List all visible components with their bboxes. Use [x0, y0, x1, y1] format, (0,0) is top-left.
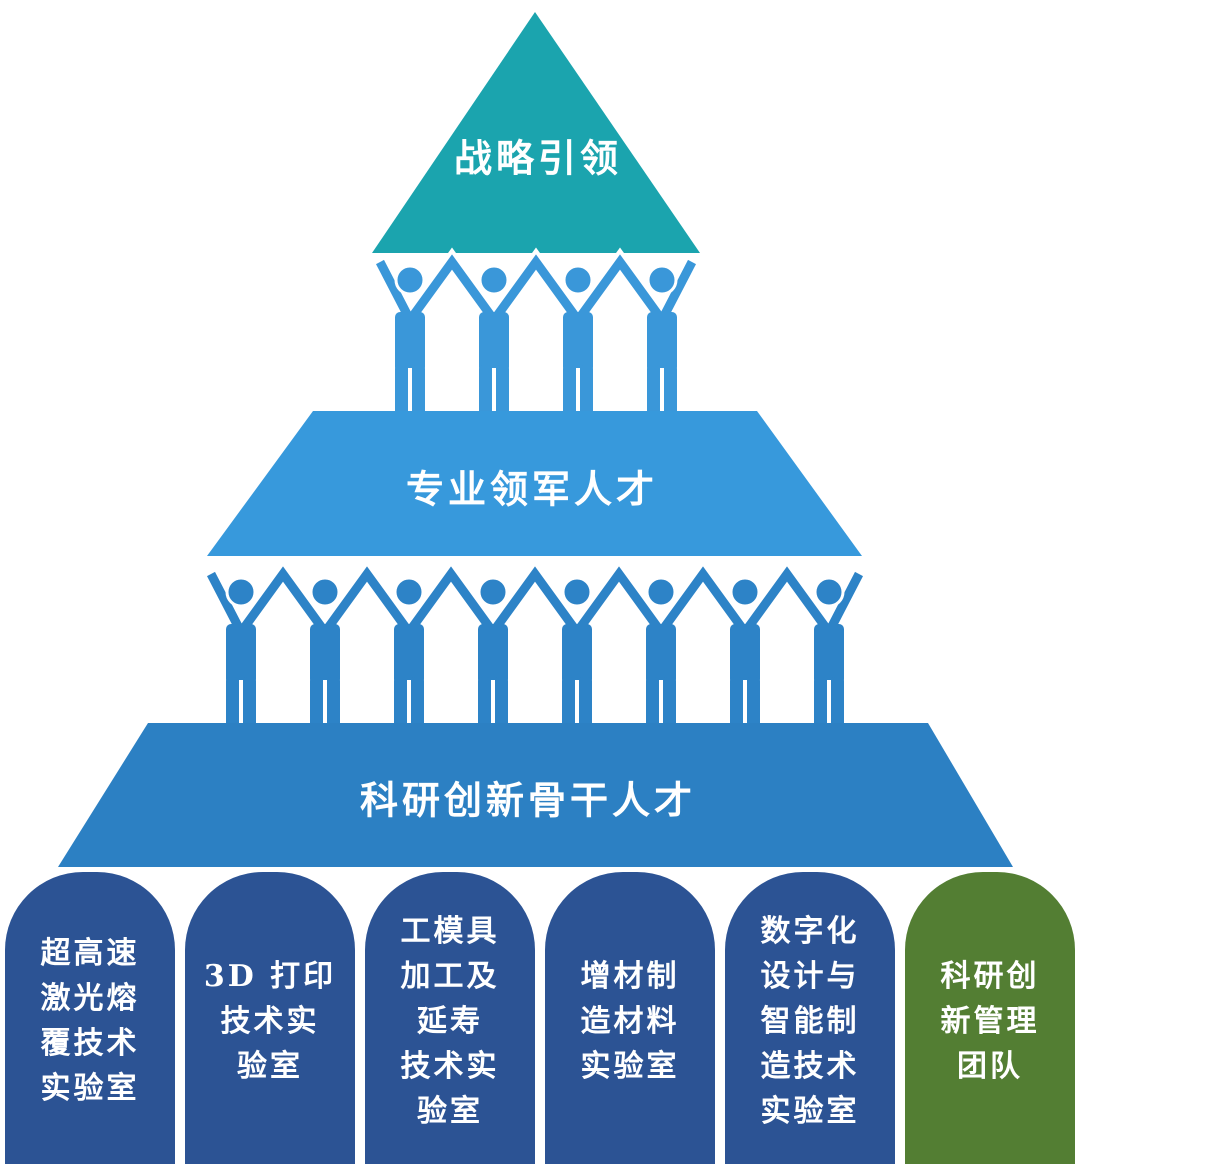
person-body	[395, 312, 425, 372]
person-head	[225, 576, 257, 608]
lab-label: 工模具 加工及 延寿 技术实 验室	[400, 913, 500, 1129]
tier-strategic-label: 战略引领	[454, 136, 622, 181]
figure-arms	[207, 566, 863, 641]
person-head	[477, 576, 509, 608]
person-head	[562, 264, 594, 296]
tier-leading-talent-shape	[207, 411, 862, 556]
person-body	[730, 624, 760, 684]
person-body	[226, 624, 256, 684]
person-head	[561, 576, 593, 608]
person-body	[478, 624, 508, 684]
person-body	[479, 312, 509, 372]
lab-label: 数字化 设计与 智能制 造技术 实验室	[760, 913, 860, 1129]
person-body	[646, 624, 676, 684]
lab-label: 科研创 新管理 团队	[940, 958, 1040, 1084]
lab-pillar-research-management: 科研创 新管理 团队	[905, 872, 1075, 1164]
tier-leading-talent-label: 专业领军人才	[406, 467, 658, 512]
person-head	[394, 264, 426, 296]
person-head	[729, 576, 761, 608]
person-head	[309, 576, 341, 608]
lab-pillar-additive-materials: 增材制 造材料 实验室	[545, 872, 715, 1164]
figure-arms	[376, 254, 696, 329]
person-body	[562, 624, 592, 684]
tier-backbone-talent-shape	[58, 723, 1013, 867]
lab-label: 增材制 造材料 实验室	[580, 958, 680, 1084]
person-body	[310, 624, 340, 684]
lab-pillar-digital-design: 数字化 设计与 智能制 造技术 实验室	[725, 872, 895, 1164]
person-head	[813, 576, 845, 608]
person-body	[647, 312, 677, 372]
tier-backbone-talent-label: 科研创新骨干人才	[360, 778, 696, 823]
lab-pillar-3d-printing: 3D 打印 技术实 验室	[185, 872, 355, 1164]
lab-pillar-laser-cladding: 超高速 激光熔 覆技术 实验室	[5, 872, 175, 1164]
lab-pillar-tooling-life: 工模具 加工及 延寿 技术实 验室	[365, 872, 535, 1164]
person-head	[478, 264, 510, 296]
person-body	[814, 624, 844, 684]
person-head	[645, 576, 677, 608]
person-head	[646, 264, 678, 296]
lab-label: 超高速 激光熔 覆技术 实验室	[40, 936, 140, 1106]
lab-label: 3D 打印 技术实 验室	[203, 958, 337, 1084]
person-body	[394, 624, 424, 684]
tier-strategic-shape	[372, 12, 700, 253]
person-body	[563, 312, 593, 372]
person-head	[393, 576, 425, 608]
